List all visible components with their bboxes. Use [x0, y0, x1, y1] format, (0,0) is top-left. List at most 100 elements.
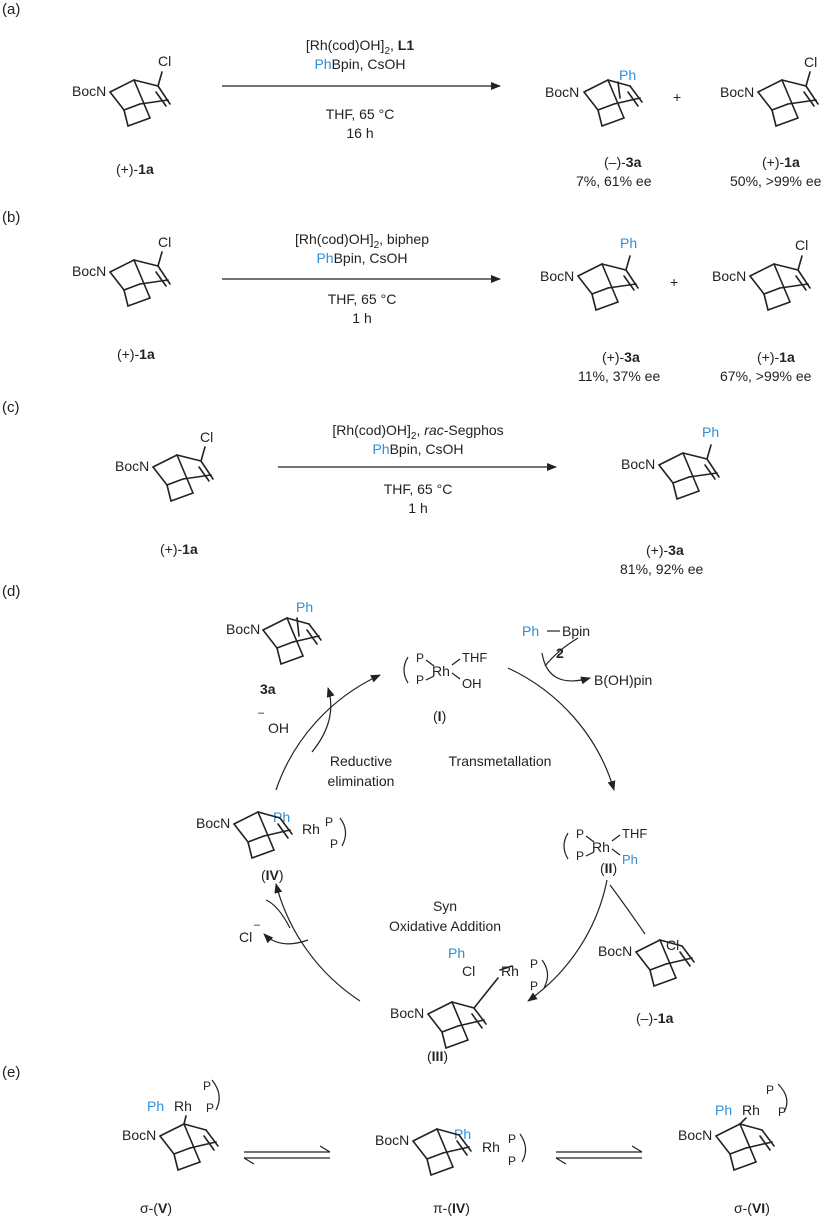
conditions-line-2: 16 h [346, 125, 373, 141]
thf-ligand: THF [622, 826, 647, 841]
ph-label: Ph [296, 599, 313, 615]
product-3a-label: 3a [260, 681, 276, 697]
chloride-label: Cl [239, 929, 252, 945]
cl-label: Cl [462, 963, 475, 979]
rh-label: Rh [482, 1139, 500, 1155]
byproduct-label: B(OH)pin [594, 672, 652, 688]
arrow-byproduct-out [541, 652, 591, 685]
p1-yield-ee: 11%, 37% ee [578, 368, 660, 384]
panel-e: (e) BocN Ph Rh P P σ-(V) [2, 1064, 788, 1216]
sm-bocn-label: BocN [72, 263, 106, 279]
p-bottom: P [416, 673, 424, 687]
ph-label: Ph [522, 623, 539, 639]
conditions-line-2: 1 h [408, 500, 427, 516]
hydroxide-charge: – [258, 707, 265, 719]
species-pi-IV: BocN Ph Rh P P [375, 1126, 527, 1176]
chloride-charge: – [254, 919, 261, 931]
arrow-to-IV [274, 883, 361, 1002]
p1-compound-id: (+)-3a [646, 542, 684, 558]
conditions-line-1: THF, 65 °C [326, 106, 395, 122]
p2-cl-label: Cl [795, 237, 808, 253]
label-pi-IV: π-(IV) [433, 1200, 470, 1216]
panel-c-label: (c) [2, 399, 20, 416]
hydroxide-label: OH [268, 720, 289, 736]
p2-bocn-label: BocN [720, 84, 754, 100]
species-sigma-VI: BocN Ph Rh P P [678, 1083, 788, 1171]
bocn-label: BocN [122, 1127, 156, 1143]
panel-b-recovered-1a: BocN Cl [712, 237, 811, 311]
step-reductive-line1: Reductive [330, 753, 392, 769]
reagent-catalyst-line: [Rh(cod)OH]2, rac-Segphos [332, 422, 503, 442]
sm-cl-label: Cl [158, 53, 171, 69]
panel-e-label: (e) [2, 1064, 20, 1081]
thf-ligand: THF [462, 650, 487, 665]
p2-compound-id: (+)-1a [757, 349, 795, 365]
sm-compound-id: (+)-1a [160, 541, 198, 557]
ph-label: Ph [273, 809, 290, 825]
bidentate-bracket [563, 832, 569, 860]
bocn-label: BocN [678, 1127, 712, 1143]
panel-a-starting-material: BocN Cl [72, 53, 171, 127]
step-oa-line2: Oxidative Addition [389, 918, 501, 934]
bocn-label: BocN [598, 943, 632, 959]
sm-cl-label: Cl [158, 234, 171, 250]
sm-bocn-label: BocN [72, 83, 106, 99]
bidentate-bracket [519, 1133, 527, 1163]
p-bottom: P [576, 849, 584, 863]
p2-bocn-label: BocN [712, 268, 746, 284]
sm-compound-id: (+)-1a [117, 346, 155, 362]
panel-b-starting-material: BocN Cl [72, 234, 171, 307]
rh-label: Rh [742, 1102, 760, 1118]
plus-sign: + [670, 274, 678, 290]
reagent-2-label: 2 [556, 645, 564, 661]
reagent-catalyst-line: [Rh(cod)OH]2, L1 [306, 37, 414, 57]
p-top: P [766, 1083, 774, 1097]
sm-bocn-label: BocN [115, 458, 149, 474]
ph-label: Ph [448, 945, 465, 961]
intermediate-III: BocN Ph Cl Rh P P [390, 945, 549, 1049]
panel-c: (c) BocN Cl (+)-1a [Rh(cod)OH]2, rac-Seg… [2, 399, 720, 577]
arrow-reductive-elimination [275, 674, 381, 791]
panel-c-starting-material: BocN Cl [115, 429, 214, 502]
panel-a-recovered-1a: BocN Cl [720, 54, 819, 127]
equilibrium-arrows-2 [555, 1145, 643, 1165]
reagent-catalyst-line: [Rh(cod)OH]2, biphep [295, 231, 429, 251]
p-bottom: P [778, 1105, 786, 1119]
panel-b-label: (b) [2, 209, 20, 226]
cycle-substrate-1a: BocN Cl [598, 937, 695, 987]
bocn-label: BocN [375, 1132, 409, 1148]
ph-ligand: Ph [622, 852, 638, 867]
step-reductive-line2: elimination [328, 773, 395, 789]
label-IV: (IV) [261, 867, 284, 883]
rh-label: Rh [432, 663, 450, 679]
panel-d-label: (d) [2, 583, 20, 600]
p1-compound-id: (–)-3a [604, 154, 642, 170]
conditions-line-1: THF, 65 °C [328, 291, 397, 307]
p-top: P [203, 1079, 211, 1093]
plus-sign: + [673, 89, 681, 105]
ph-label: Ph [715, 1102, 732, 1118]
rh-label: Rh [302, 821, 320, 837]
p2-yield-ee: 67%, >99% ee [720, 368, 812, 384]
arrow-transmetallation [507, 667, 616, 791]
ph-label: Ph [454, 1126, 471, 1142]
sm-cl-label: Cl [200, 429, 213, 445]
panel-c-product-3a: BocN Ph [621, 424, 720, 500]
panel-a: (a) BocN Cl (+)-1a [Rh(cod)OH]2, L1 PhBp… [2, 1, 822, 189]
p-bottom: P [508, 1154, 516, 1168]
label-II: (II) [600, 860, 617, 876]
bidentate-bracket [777, 1083, 788, 1113]
bpin-label: Bpin [562, 623, 590, 639]
rh-label: Rh [174, 1098, 192, 1114]
bidentate-bracket [541, 959, 549, 989]
arrow-substrate-in [609, 884, 646, 935]
intermediate-IV: BocN Ph Rh P P [196, 809, 347, 859]
bocn-label: BocN [226, 621, 260, 637]
p1-compound-id: (+)-3a [602, 349, 640, 365]
bidentate-bracket [403, 656, 409, 684]
p1-ph-label: Ph [620, 235, 637, 251]
rh-label: Rh [592, 839, 610, 855]
arrow-chloride-link [265, 899, 291, 929]
p2-compound-id: (+)-1a [762, 154, 800, 170]
cl-label: Cl [666, 937, 679, 953]
